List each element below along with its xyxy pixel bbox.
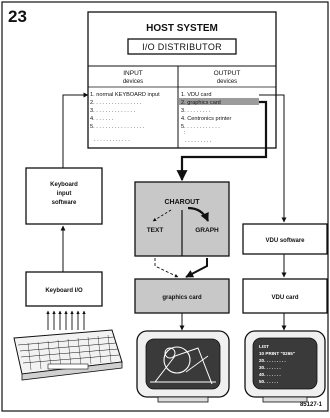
graph-path-arrow xyxy=(187,206,209,222)
screen-line-6: 50. . . . . . xyxy=(259,379,278,384)
input-item-more: . . . . . . . . . . . . xyxy=(94,137,130,143)
vdu-monitor: LIST 10 PRINT "0265" 20. . . . . . . . .… xyxy=(244,330,326,403)
graphics-card-highlight xyxy=(179,98,259,105)
input-item-4: 4. . . . . . . xyxy=(90,116,114,122)
keyboard-illustration xyxy=(13,329,123,381)
io-distributor-box xyxy=(127,38,237,55)
output-item-2: 2. graphics card xyxy=(181,100,221,106)
screen-line-2: 10 PRINT "0265" xyxy=(259,351,295,356)
keyboard-software-line1: Keyboard xyxy=(50,182,78,188)
vdu-card-label: VDU card xyxy=(271,295,298,301)
host-system-box: HOST SYSTEM I/O DISTRIBUTOR INPUT device… xyxy=(87,11,277,149)
keyboard-input-software-box xyxy=(25,167,103,225)
output-item-3: 3. . . . . . . . . xyxy=(181,108,211,114)
arrow-graphics-to-charout xyxy=(176,100,268,182)
screen-line-1: LIST xyxy=(259,344,269,349)
output-item-5: 5. . . . . . . . . . . . xyxy=(181,124,220,130)
graphics-monitor xyxy=(136,330,230,403)
vdu-card-box xyxy=(242,278,328,314)
screen-line-5: 40. . . . . . . xyxy=(259,372,281,377)
figure-number: 23 xyxy=(8,7,27,26)
host-system-title: HOST SYSTEM xyxy=(146,23,218,34)
input-item-1: 1. normal KEYBOARD input xyxy=(90,92,160,98)
output-item-1: 1. VDU card xyxy=(181,92,211,98)
vdu-software-box xyxy=(242,223,328,255)
keyboard-software-line2: input xyxy=(57,191,72,197)
input-header-line2: devices xyxy=(123,79,143,85)
arrow-keyboard-to-input xyxy=(62,92,89,168)
output-header-line1: OUTPUT xyxy=(214,70,241,77)
input-item-3: 3. . . . . . . . . . . . . . xyxy=(90,108,136,114)
arrow-vdu-card-to-vdu-software xyxy=(259,94,287,223)
output-item-4: 4. Centronics printer xyxy=(181,116,232,122)
vdu-software-label: VDU software xyxy=(265,238,305,244)
keyboard-io-label: Keyboard I/O xyxy=(45,288,83,294)
graph-to-graphics-arrow xyxy=(185,258,208,278)
keyboard-software-line3: software xyxy=(52,200,77,206)
screen-line-3: 20. . . . . . . . . xyxy=(259,358,286,363)
screen-line-4: 30. . . . . . . xyxy=(259,365,281,370)
output-item-ellipsis: : xyxy=(184,130,186,136)
figure-code: 85127-1 xyxy=(300,402,323,408)
text-label: TEXT xyxy=(147,227,164,234)
output-item-more: . . . . . . . . . xyxy=(185,138,212,144)
keyboard-io-box xyxy=(25,271,103,307)
text-path-arrow xyxy=(152,209,172,222)
output-header-line2: devices xyxy=(217,79,237,85)
input-header-line1: INPUT xyxy=(123,70,143,77)
graphics-card-label: graphics card xyxy=(162,295,202,301)
figure-frame xyxy=(1,1,329,412)
graph-label: GRAPH xyxy=(195,227,219,234)
text-to-graphics-arrow xyxy=(154,258,179,278)
input-item-5: 5. . . . . . . . . . . . . . . . . xyxy=(90,124,145,130)
io-distributor-label: I/O DISTRIBUTOR xyxy=(142,42,222,52)
charout-label: CHAROUT xyxy=(165,199,201,206)
input-item-2: 2. . . . . . . . . . . . . . . . xyxy=(90,100,142,106)
